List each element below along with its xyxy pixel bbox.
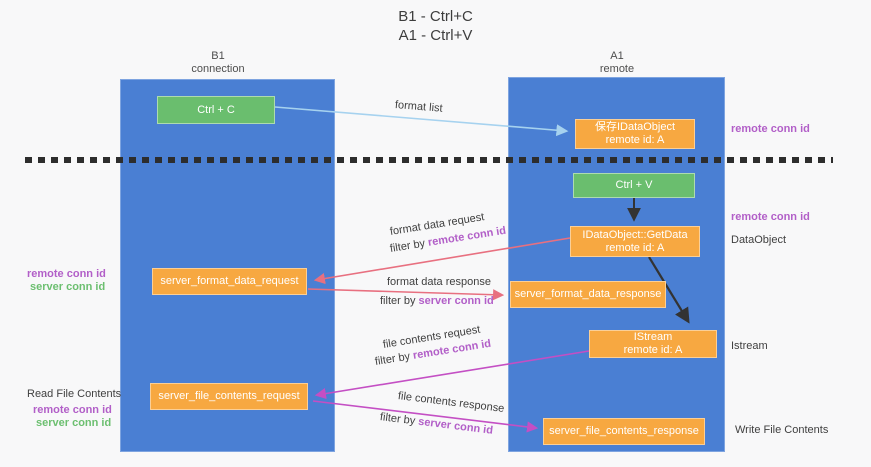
node-getdata-line2: remote id: A [605,241,665,254]
dataobject-label: DataObject [731,234,787,246]
node-ctrl-c-label: Ctrl + C [197,103,235,116]
lifeline-a1-role: remote [599,63,635,75]
left-remote-conn-id-label-1: remote conn id [27,268,106,280]
node-server-format-data-request: server_format_data_request [152,268,307,295]
node-ctrl-v-label: Ctrl + V [615,179,653,191]
node-istream-line2: remote id: A [623,344,683,356]
node-saved-idataobject-line1: 保存IDataObject [594,121,676,133]
lifeline-header-a1: A1 remote [552,50,682,76]
file-contents-response-filter-label: filter by server conn id [379,411,493,437]
node-ctrl-v: Ctrl + V [573,173,695,198]
right-remote-conn-id-label-1: remote conn id [731,123,810,135]
format-data-response-filter-label: filter by server conn id [380,295,494,307]
node-format-request-label: server_format_data_request [160,275,299,287]
left-remote-conn-id-label-2: remote conn id [33,404,112,416]
filter-by-text: filter by [379,411,416,428]
lifeline-b1-name: B1 [211,50,225,62]
node-saved-idataobject-line2: remote id: A [605,134,665,146]
node-saved-idataobject: 保存IDataObject remote id: A [575,119,695,149]
phase-separator-dashed-line [25,157,833,163]
istream-side-label: Istream [731,340,768,352]
lifeline-a1-name: A1 [610,50,624,62]
node-ctrl-c: Ctrl + C [157,96,275,124]
node-server-file-contents-response: server_file_contents_response [543,418,705,445]
node-file-request-label: server_file_contents_request [158,390,300,402]
read-file-contents-label: Read File Contents [27,388,122,400]
node-istream: IStream remote id: A [589,330,717,358]
left-server-conn-id-label-1: server conn id [30,281,106,293]
title-line-1: B1 - Ctrl+C [398,8,473,25]
left-server-conn-id-label-2: server conn id [36,417,112,429]
filter-by-text: filter by [374,350,411,368]
node-istream-line1: IStream [633,331,673,343]
server-conn-id-text: server conn id [418,295,494,307]
lifeline-header-b1: B1 connection [153,50,283,76]
node-getdata-line1: IDataObject::GetData [582,228,688,241]
node-idataobject-getdata: IDataObject::GetData remote id: A [570,226,700,257]
node-file-response-label: server_file_contents_response [549,425,699,437]
file-contents-response-label: file contents response [397,390,505,415]
right-remote-conn-id-label-2: remote conn id [731,211,810,223]
title-line-2: A1 - Ctrl+V [398,27,473,44]
node-format-response-label: server_format_data_response [514,288,662,300]
server-conn-id-text: server conn id [417,415,494,437]
write-file-contents-label: Write File Contents [735,424,829,436]
diagram-title: B1 - Ctrl+C A1 - Ctrl+V [0,7,871,45]
node-server-format-data-response: server_format_data_response [510,281,666,308]
format-list-label: format list [394,99,444,115]
format-data-response-label: format data response [387,276,491,288]
node-server-file-contents-request: server_file_contents_request [150,383,308,410]
lifeline-b1-role: connection [191,63,245,75]
filter-by-text: filter by [389,237,426,255]
filter-by-text: filter by [380,295,416,307]
